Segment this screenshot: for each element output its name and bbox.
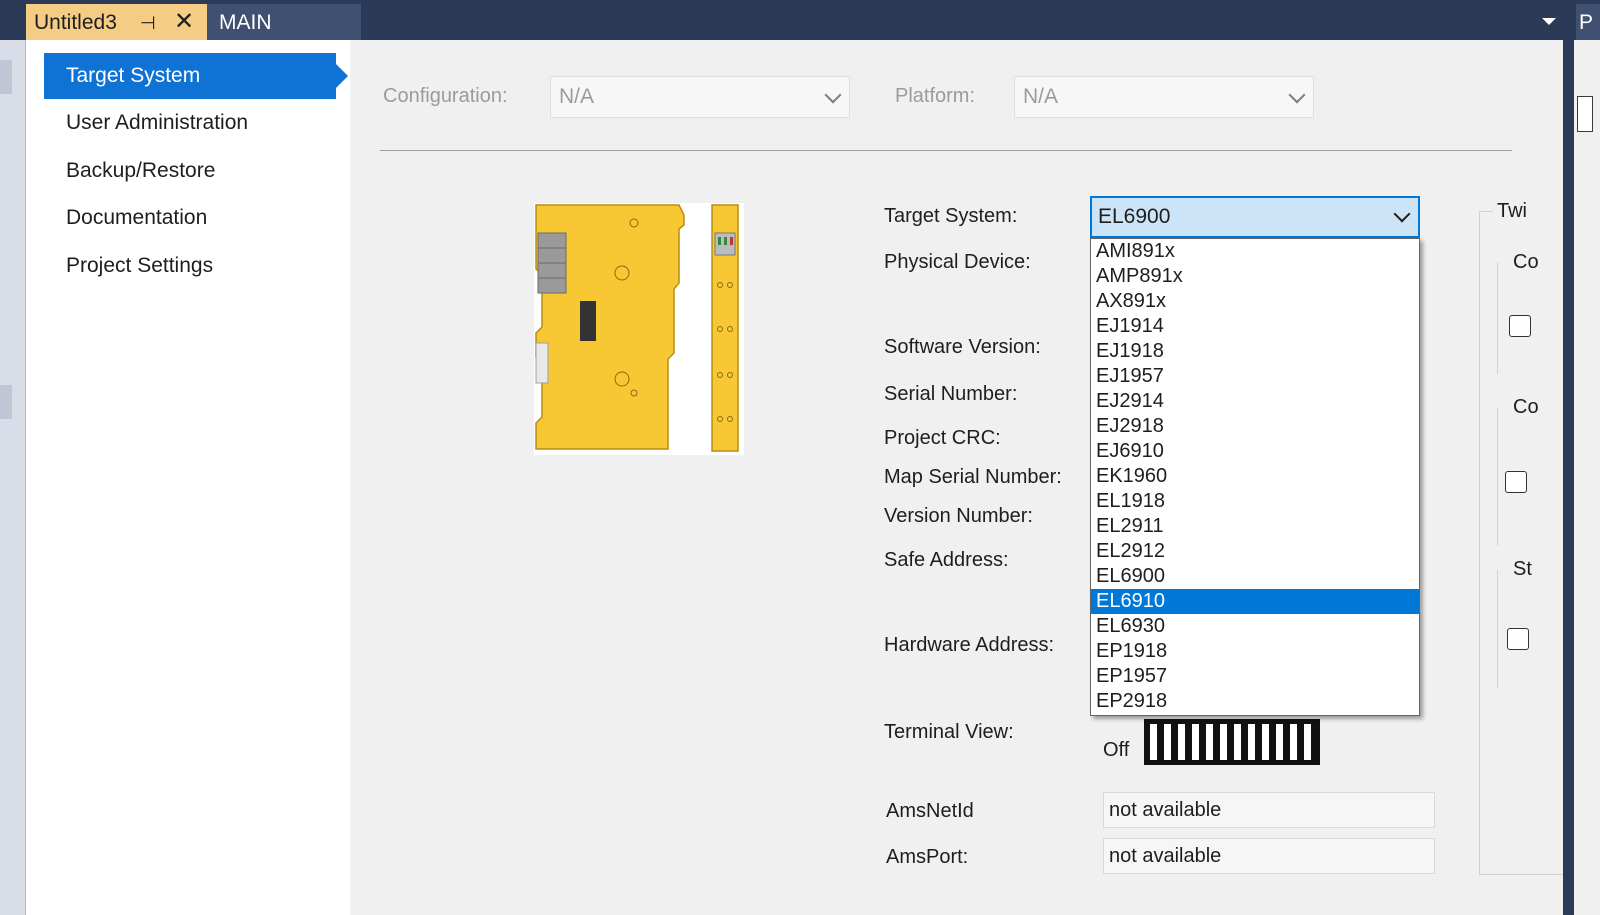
terminal-device-image: [534, 203, 744, 455]
platform-combo[interactable]: N/A: [1014, 76, 1314, 118]
right-side-panel-partial: [1574, 40, 1600, 915]
dropdown-option[interactable]: EP1957: [1096, 665, 1168, 687]
dropdown-option[interactable]: EJ1914: [1096, 315, 1164, 337]
terminal-view-label: Terminal View:: [884, 721, 1014, 743]
panel-toolbar-icon[interactable]: [1577, 96, 1593, 132]
nav-item-user-administration[interactable]: User Administration: [66, 111, 249, 134]
safe-address-label: Safe Address:: [884, 549, 1009, 571]
dropdown-option[interactable]: EK1960: [1096, 465, 1168, 487]
left-tool-strip: [0, 40, 26, 915]
chevron-down-icon: [824, 86, 842, 104]
option-checkbox-1[interactable]: [1509, 315, 1531, 337]
sub-group-border: [1497, 408, 1498, 546]
amsnetid-field[interactable]: not available: [1103, 792, 1435, 828]
platform-label: Platform:: [895, 85, 976, 107]
dropdown-option[interactable]: EL6900: [1096, 565, 1165, 587]
pin-icon[interactable]: ⊣: [140, 13, 156, 33]
tab-title: MAIN: [219, 11, 272, 34]
separator-line: [380, 150, 1512, 151]
terminal-view-switches[interactable]: [1144, 719, 1320, 765]
dropdown-option[interactable]: EJ2918: [1096, 415, 1164, 437]
terminal-view-off-label: Off: [1103, 739, 1130, 761]
map-serial-number-label: Map Serial Number:: [884, 466, 1062, 488]
sub-group-title-1: Co: [1513, 251, 1539, 273]
tab-right-partial[interactable]: P: [1576, 4, 1600, 40]
target-system-label: Target System:: [884, 205, 1018, 227]
settings-nav-panel: Target System User Administration Backup…: [26, 40, 350, 915]
physical-device-label: Physical Device:: [884, 251, 1031, 273]
configuration-label: Configuration:: [383, 85, 508, 107]
amsport-label: AmsPort:: [886, 846, 969, 868]
sub-group-border: [1497, 262, 1498, 374]
dropdown-option[interactable]: EJ6910: [1096, 440, 1164, 462]
group-box-border: [1479, 874, 1563, 875]
sub-group-title-2: Co: [1513, 396, 1539, 418]
dropdown-option[interactable]: EL2912: [1096, 540, 1165, 562]
dropdown-option-highlighted[interactable]: EL6910: [1091, 589, 1419, 614]
left-strip-handle[interactable]: [0, 385, 12, 419]
dropdown-option[interactable]: EJ2914: [1096, 390, 1164, 412]
dropdown-option[interactable]: AMI891x: [1096, 240, 1175, 262]
target-system-dropdown-list[interactable]: AMI891x AMP891x AX891x EJ1914 EJ1918 EJ1…: [1090, 238, 1420, 716]
serial-number-label: Serial Number:: [884, 383, 1018, 405]
dropdown-option[interactable]: AX891x: [1096, 290, 1167, 312]
hardware-address-label: Hardware Address:: [884, 634, 1055, 656]
dropdown-option[interactable]: EL1918: [1096, 490, 1165, 512]
left-strip-handle[interactable]: [0, 60, 12, 94]
dropdown-option[interactable]: AMP891x: [1096, 265, 1183, 287]
group-box-border: [1479, 211, 1493, 212]
amsport-field[interactable]: not available: [1103, 838, 1435, 874]
option-checkbox-3[interactable]: [1507, 628, 1529, 650]
nav-item-documentation[interactable]: Documentation: [66, 206, 208, 229]
nav-item-project-settings[interactable]: Project Settings: [66, 254, 214, 277]
target-system-combo[interactable]: EL6900: [1090, 196, 1420, 238]
dropdown-option[interactable]: EL2911: [1096, 515, 1164, 537]
dropdown-option[interactable]: EP2918: [1096, 690, 1168, 712]
close-icon[interactable]: ✕: [174, 8, 195, 35]
option-checkbox-2[interactable]: [1505, 471, 1527, 493]
software-version-label: Software Version:: [884, 336, 1041, 358]
group-box-border: [1479, 211, 1480, 875]
dropdown-option[interactable]: EP1918: [1096, 640, 1168, 662]
dropdown-option[interactable]: EL6930: [1096, 615, 1165, 637]
chevron-down-icon: [1288, 86, 1306, 104]
sub-group-border: [1497, 570, 1498, 688]
configuration-combo[interactable]: N/A: [550, 76, 850, 118]
group-title-twincat: Twi: [1497, 200, 1527, 222]
amsnetid-label: AmsNetId: [886, 800, 974, 822]
tab-title: Untitled3: [34, 11, 117, 34]
sub-group-title-3: St: [1513, 558, 1532, 580]
chevron-down-icon: [1393, 205, 1411, 223]
nav-item-backup-restore[interactable]: Backup/Restore: [66, 159, 216, 182]
tab-untitled3[interactable]: Untitled3 ⊣ ✕: [26, 4, 207, 40]
tab-main[interactable]: MAIN: [207, 4, 361, 40]
tab-overflow-chevron-icon[interactable]: [1542, 18, 1556, 25]
dropdown-option[interactable]: EJ1918: [1096, 340, 1164, 362]
dropdown-option[interactable]: EJ1957: [1096, 365, 1164, 387]
project-crc-label: Project CRC:: [884, 427, 1001, 449]
nav-item-target-system[interactable]: Target System: [44, 53, 348, 99]
version-number-label: Version Number:: [884, 505, 1033, 527]
